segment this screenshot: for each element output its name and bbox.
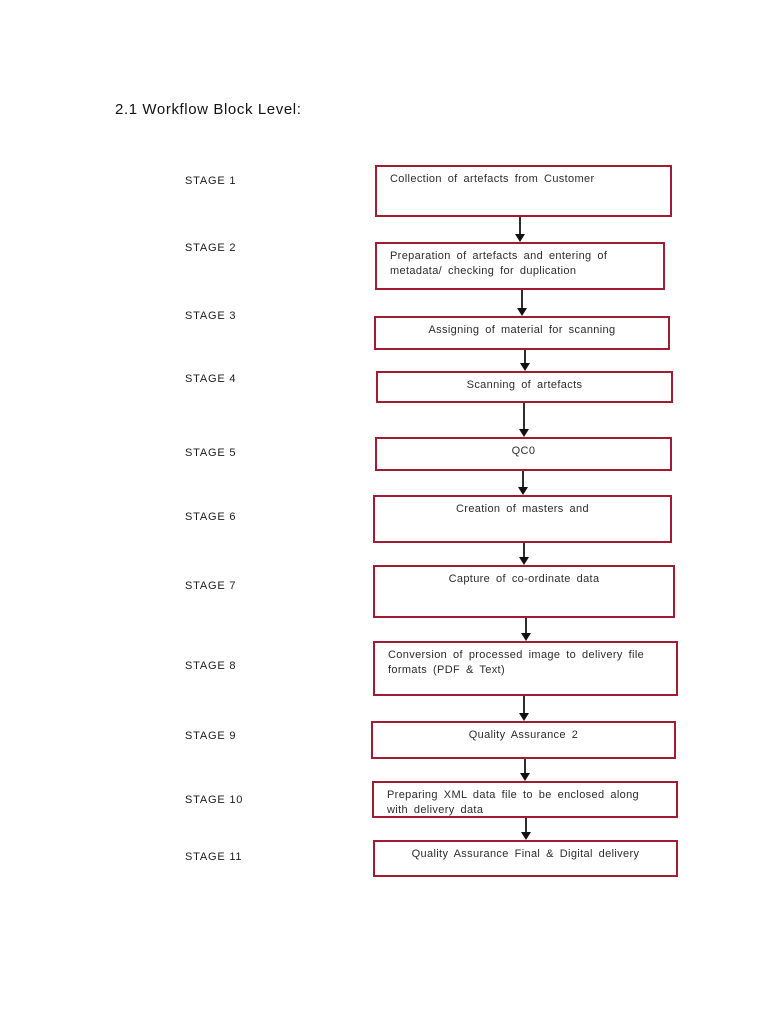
stage-label-6: STAGE 6 <box>185 511 237 523</box>
flow-arrow-6-to-7 <box>518 543 530 565</box>
stage-box-10: Preparing XML data file to be enclosed a… <box>372 781 678 818</box>
flow-arrow-4-to-5 <box>518 403 530 437</box>
page-title: 2.1 Workflow Block Level: <box>115 101 302 118</box>
stage-box-8: Conversion of processed image to deliver… <box>373 641 678 696</box>
arrow-head-icon <box>518 429 529 437</box>
arrow-head-icon <box>520 832 531 840</box>
stage-box-text: Creation of masters and <box>456 503 589 515</box>
stage-box-text: Conversion of processed image to deliver… <box>388 649 645 676</box>
stage-box-text: Quality Assurance Final & Digital delive… <box>411 848 640 860</box>
flow-arrow-1-to-2 <box>514 217 526 242</box>
flow-arrow-3-to-4 <box>519 350 531 371</box>
stage-box-9: Quality Assurance 2 <box>371 721 676 759</box>
stage-box-text: Capture of co-ordinate data <box>448 573 600 585</box>
arrow-head-icon <box>519 557 529 565</box>
stage-label-9: STAGE 9 <box>185 730 237 742</box>
stage-box-text: Preparation of artefacts and entering of… <box>390 250 608 277</box>
arrow-line <box>521 290 523 308</box>
stage-box-3: Assigning of material for scanning <box>374 316 670 350</box>
arrow-line <box>524 759 526 773</box>
stage-label-7: STAGE 7 <box>185 580 237 592</box>
arrow-head-icon <box>520 633 531 641</box>
arrow-head-icon <box>517 308 527 316</box>
stage-label-3: STAGE 3 <box>185 310 237 322</box>
flow-arrow-9-to-10 <box>519 759 531 781</box>
stage-box-text: QC0 <box>511 445 536 457</box>
stage-box-11: Quality Assurance Final & Digital delive… <box>373 840 678 877</box>
stage-box-text: Assigning of material for scanning <box>428 324 616 336</box>
stage-box-text: Quality Assurance 2 <box>468 729 579 741</box>
arrow-line <box>521 471 524 487</box>
arrow-head-icon <box>515 234 525 242</box>
stage-label-5: STAGE 5 <box>185 447 237 459</box>
flow-arrow-7-to-8 <box>520 618 532 641</box>
arrow-line <box>522 403 525 429</box>
stage-box-text: Scanning of artefacts <box>466 379 583 391</box>
stage-box-2: Preparation of artefacts and entering of… <box>375 242 665 290</box>
stage-label-1: STAGE 1 <box>185 175 237 187</box>
stage-label-11: STAGE 11 <box>185 851 243 863</box>
arrow-head-icon <box>519 363 530 371</box>
arrow-line <box>522 696 525 713</box>
stage-label-4: STAGE 4 <box>185 373 237 385</box>
stage-label-2: STAGE 2 <box>185 242 237 254</box>
arrow-line <box>524 618 527 633</box>
flow-arrow-8-to-9 <box>518 696 530 721</box>
flow-arrow-2-to-3 <box>516 290 528 316</box>
arrow-line <box>523 543 525 557</box>
stage-box-5: QC0 <box>375 437 672 471</box>
stage-box-6: Creation of masters and <box>373 495 672 543</box>
arrow-head-icon <box>517 487 528 495</box>
flow-arrow-5-to-6 <box>517 471 529 495</box>
flow-arrow-10-to-11 <box>520 818 532 840</box>
stage-box-text: Preparing XML data file to be enclosed a… <box>387 789 640 816</box>
arrow-head-icon <box>520 773 530 781</box>
stage-label-8: STAGE 8 <box>185 660 237 672</box>
stage-box-1: Collection of artefacts from Customer <box>375 165 672 217</box>
stage-box-text: Collection of artefacts from Customer <box>390 173 595 185</box>
arrow-head-icon <box>518 713 529 721</box>
stage-box-7: Capture of co-ordinate data <box>373 565 675 618</box>
arrow-line <box>519 217 521 234</box>
arrow-line <box>524 818 527 832</box>
arrow-line <box>523 350 526 363</box>
stage-label-10: STAGE 10 <box>185 794 244 806</box>
stage-box-4: Scanning of artefacts <box>376 371 673 403</box>
